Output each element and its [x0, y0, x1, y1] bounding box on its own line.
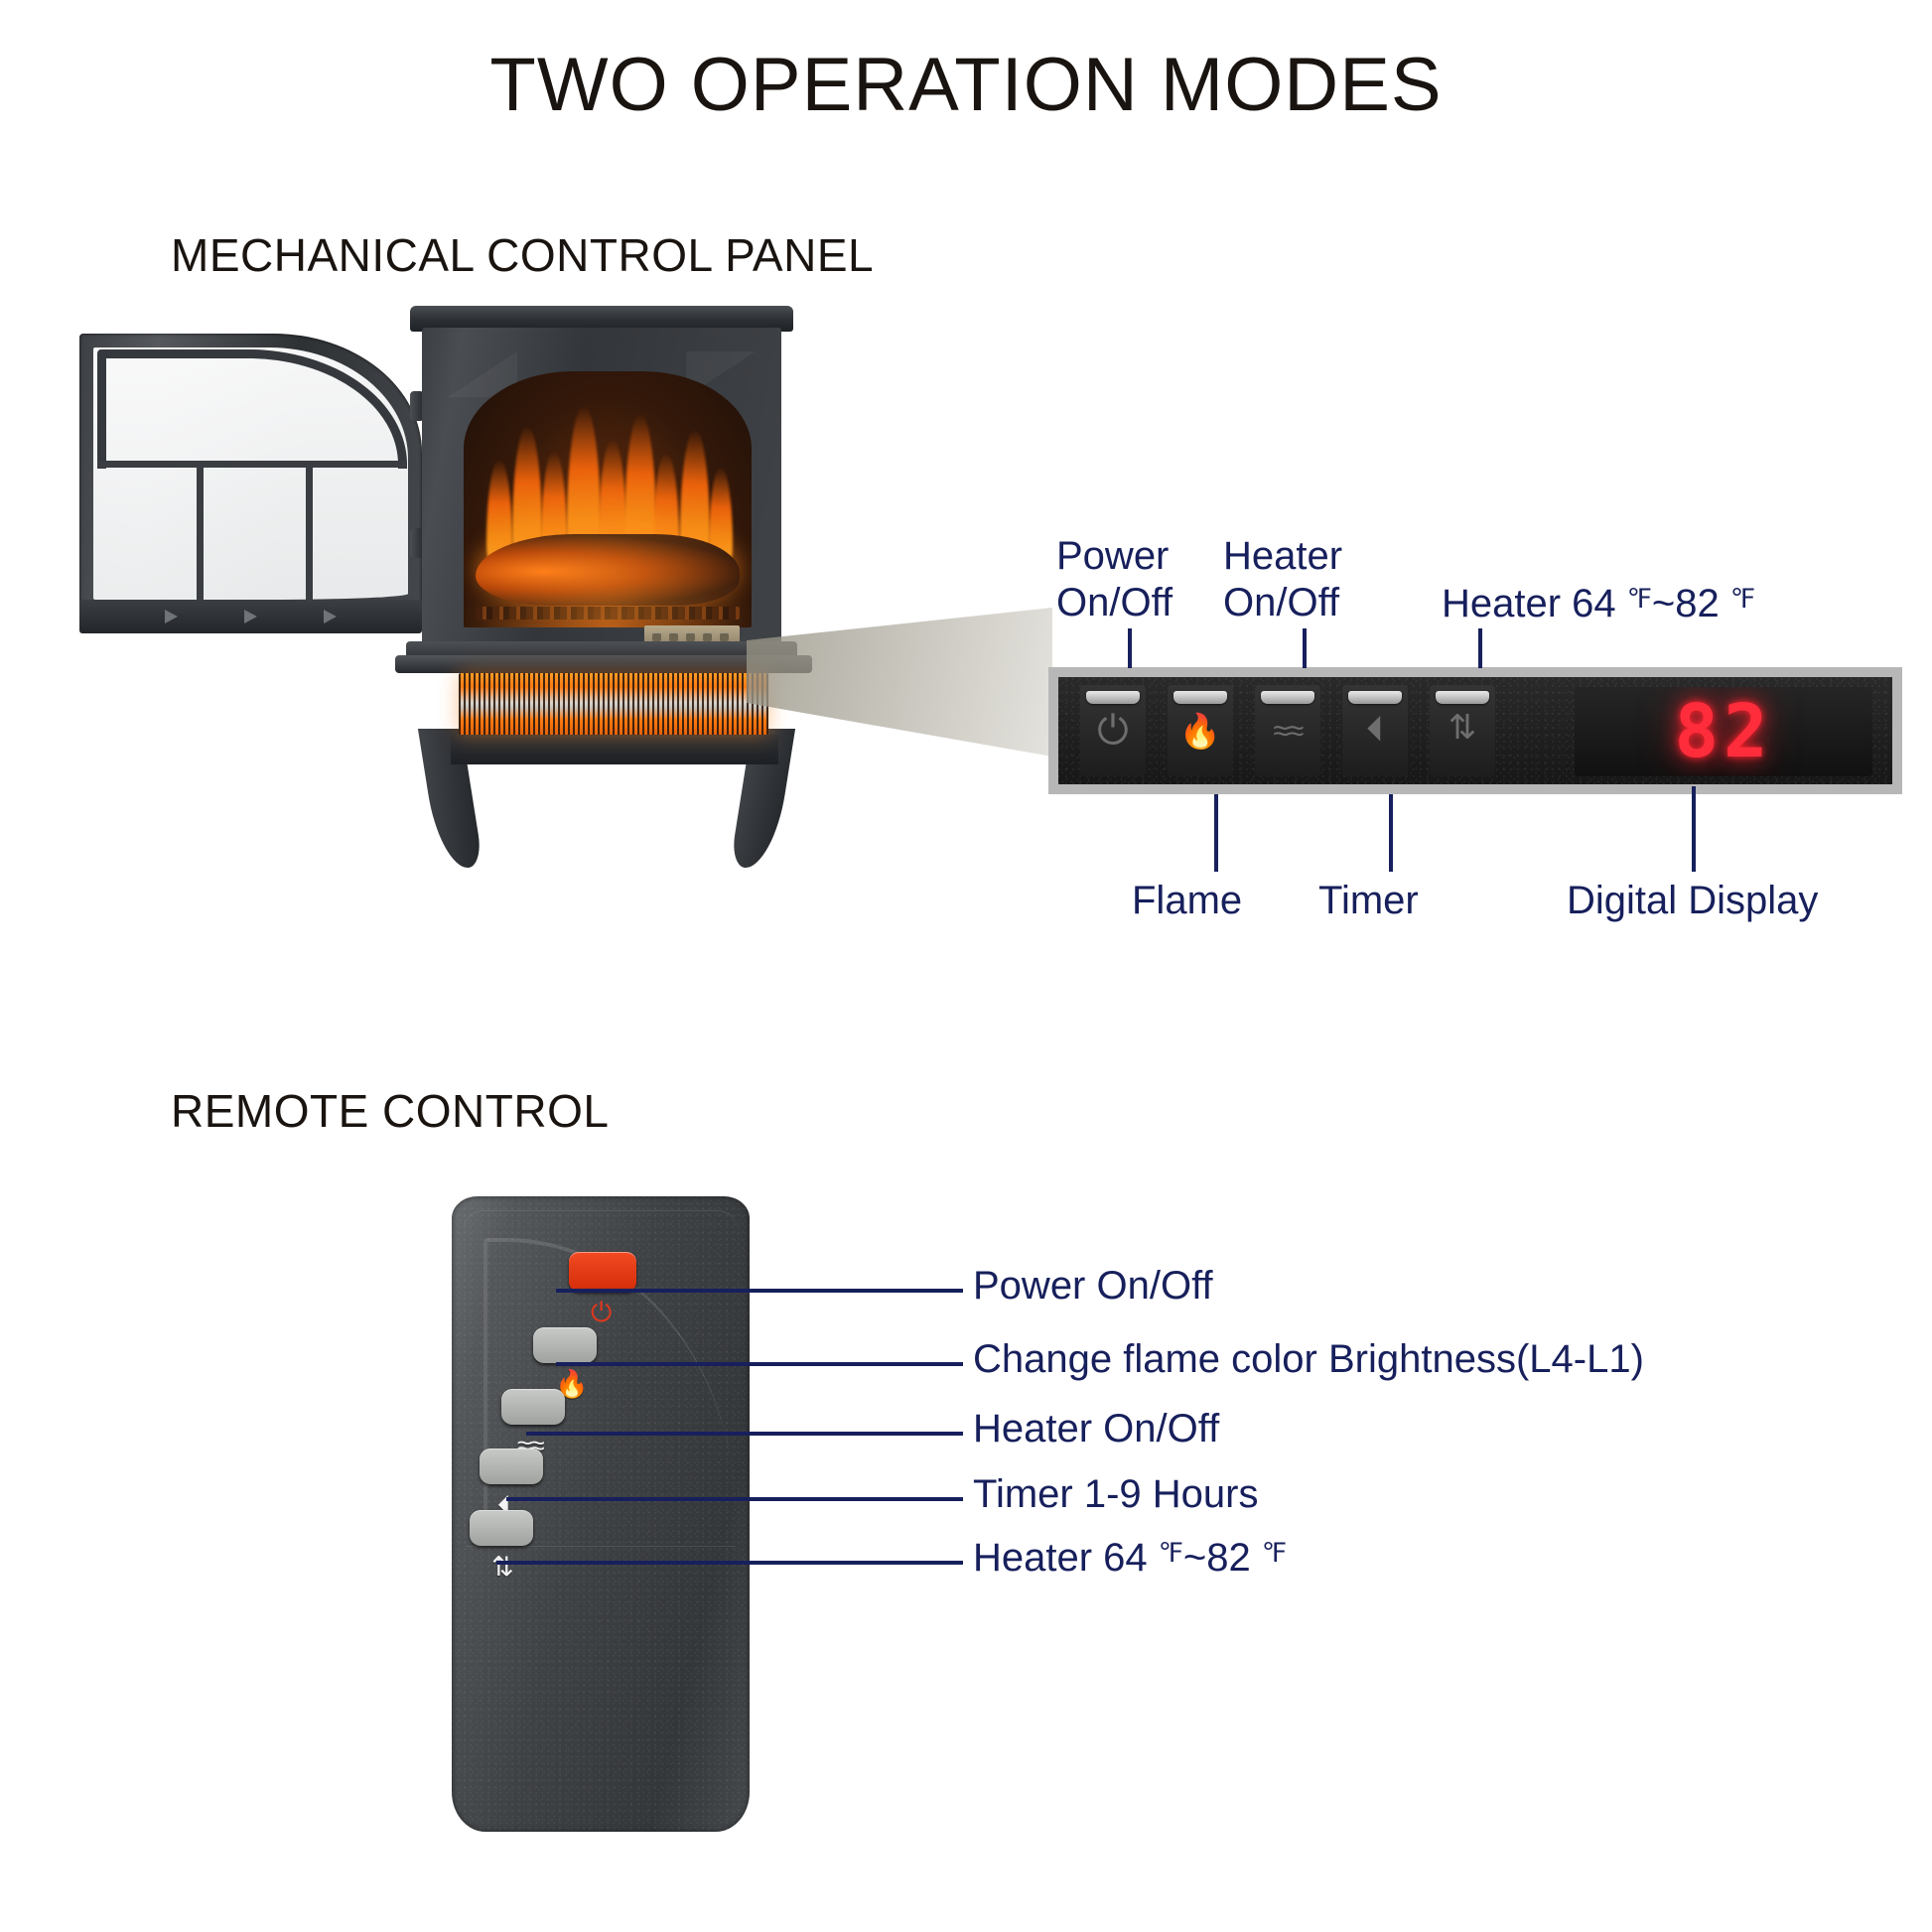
remote-button-flame[interactable]	[533, 1327, 597, 1363]
remote-button-timer[interactable]	[480, 1449, 543, 1484]
fahrenheit-icon-1: ℉	[1626, 584, 1652, 615]
ember-bed	[475, 607, 741, 620]
callout-power-line1: Power	[1056, 534, 1170, 578]
remote-seam	[466, 1546, 736, 1547]
panel-button-flame[interactable]: 🔥	[1168, 685, 1233, 776]
leader-line-remote-flame	[556, 1362, 963, 1366]
mechanical-control-panel[interactable]: ⏻ 🔥 ≈≈ ⏴ ⇅ 82	[1048, 667, 1902, 794]
door-mullion-horizontal	[97, 461, 407, 468]
callout-remote-temp-pre: Heater 64	[973, 1536, 1159, 1580]
leader-line-remote-timer	[506, 1497, 963, 1501]
door-hinge-bottom	[410, 528, 424, 558]
touch-sensor-bar	[1086, 691, 1140, 704]
stove-top-plate	[410, 306, 793, 332]
callout-temp-mid: ~82	[1651, 582, 1730, 625]
callout-remote-timer: Timer 1-9 Hours	[973, 1472, 1259, 1516]
flame-icon: 🔥	[1178, 713, 1222, 751]
callout-heater-line2: On/Off	[1223, 581, 1340, 625]
door-arch-mullion	[97, 349, 407, 469]
callout-heater-line1: Heater	[1223, 534, 1343, 578]
leader-line-timer	[1389, 794, 1393, 872]
rail-arrow-icon-3	[324, 610, 337, 623]
clock-icon: ⏴	[1366, 708, 1384, 749]
touch-sensor-bar	[1348, 691, 1402, 704]
remote-button-temperature[interactable]	[470, 1510, 533, 1546]
onboard-button-1[interactable]	[652, 632, 661, 641]
onboard-button-5[interactable]	[720, 632, 729, 641]
infrared-heater-grille	[459, 673, 768, 735]
leader-line-flame	[1214, 794, 1218, 872]
leader-line-remote-temperature	[496, 1561, 963, 1565]
rail-arrow-icon-1	[165, 610, 178, 623]
door-mullion-vertical-left	[197, 461, 204, 606]
section-heading-remote: REMOTE CONTROL	[171, 1085, 610, 1137]
onboard-button-4[interactable]	[703, 632, 712, 641]
leader-line-digital-display	[1692, 786, 1696, 872]
fahrenheit-icon-1: ℉	[1158, 1538, 1183, 1569]
remote-control-photo: ⏻ 🔥 ≈≈ ⏴ ⇅	[452, 1196, 750, 1832]
leader-line-heater	[1303, 628, 1307, 668]
fireplace-unit-photo	[79, 298, 834, 868]
callout-remote-temp-mid: ~82	[1182, 1536, 1262, 1580]
base-skirt	[451, 735, 778, 764]
touch-sensor-bar	[1436, 691, 1489, 704]
leader-line-temperature	[1478, 628, 1482, 668]
page-title: TWO OPERATION MODES	[489, 43, 1443, 127]
callout-remote-heater: Heater On/Off	[973, 1407, 1220, 1450]
door-frame	[79, 334, 424, 614]
touch-sensor-bar	[1173, 691, 1227, 704]
door-hinge-top	[410, 391, 424, 421]
power-icon: ⏻	[1097, 709, 1129, 753]
up-down-arrows-icon: ⇅	[1448, 709, 1477, 747]
log-set	[475, 534, 741, 606]
section-heading-mechanical: MECHANICAL CONTROL PANEL	[171, 229, 875, 281]
callout-digital-display: Digital Display	[1567, 879, 1819, 922]
glass-door	[79, 334, 424, 633]
heat-waves-icon: ≈≈	[1273, 715, 1305, 748]
fahrenheit-icon-2: ℉	[1261, 1538, 1287, 1569]
remote-upper-panel	[464, 1210, 738, 1538]
power-icon: ⏻	[591, 1298, 613, 1327]
panel-button-power[interactable]: ⏻	[1080, 685, 1146, 776]
callout-power-onoff: Power On/Off	[1056, 533, 1173, 626]
callout-remote-flame-brightness: Change flame color Brightness(L4-L1)	[973, 1337, 1644, 1381]
callout-power-line2: On/Off	[1056, 581, 1173, 625]
rail-arrow-icon-2	[244, 610, 257, 623]
firebox	[464, 371, 752, 627]
remote-button-heater[interactable]	[501, 1389, 565, 1425]
panel-button-temperature[interactable]: ⇅	[1430, 685, 1495, 776]
up-down-arrows-icon: ⇅	[491, 1552, 514, 1582]
panel-button-heater[interactable]: ≈≈	[1255, 685, 1320, 776]
callout-remote-temp-range: Heater 64 ℉~82 ℉	[973, 1535, 1287, 1582]
leader-line-remote-power	[556, 1289, 963, 1293]
callout-temp-pre: Heater 64	[1442, 582, 1627, 625]
leader-line-power	[1128, 628, 1132, 668]
door-bottom-rail	[79, 600, 422, 633]
stove-base	[395, 655, 812, 868]
touch-sensor-bar	[1261, 691, 1314, 704]
leader-line-remote-heater	[526, 1432, 963, 1436]
fahrenheit-icon-2: ℉	[1729, 584, 1755, 615]
onboard-button-2[interactable]	[669, 632, 678, 641]
digital-display-value: 82	[1674, 689, 1773, 774]
stove-body	[406, 306, 797, 663]
callout-remote-power: Power On/Off	[973, 1264, 1213, 1308]
onboard-button-3[interactable]	[686, 632, 695, 641]
callout-timer: Timer	[1318, 879, 1419, 922]
remote-body: ⏻ 🔥 ≈≈ ⏴ ⇅	[452, 1196, 750, 1832]
door-mullion-vertical-right	[306, 461, 313, 606]
callout-heater-temp-range: Heater 64 ℉~82 ℉	[1442, 581, 1755, 627]
panel-button-timer[interactable]: ⏴	[1342, 685, 1408, 776]
digital-display: 82	[1575, 687, 1872, 776]
remote-button-power[interactable]	[569, 1252, 636, 1292]
control-panel-face: ⏻ 🔥 ≈≈ ⏴ ⇅ 82	[1058, 677, 1892, 784]
callout-flame: Flame	[1132, 879, 1243, 922]
stove-case	[422, 328, 781, 647]
callout-heater-onoff: Heater On/Off	[1223, 533, 1342, 626]
base-top-plate	[395, 655, 812, 673]
